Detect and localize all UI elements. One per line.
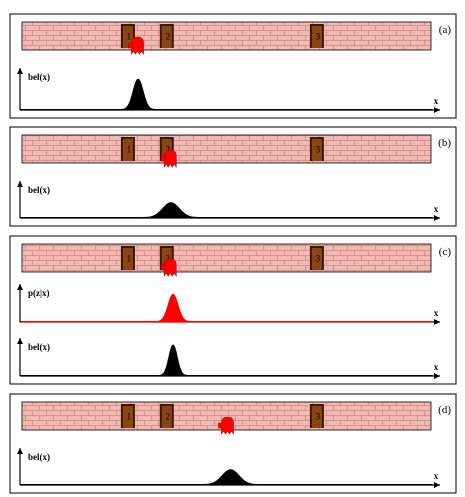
x-axis-label: x	[434, 471, 439, 481]
door-1: 1	[120, 137, 135, 161]
brick-wall	[21, 21, 432, 51]
plot-belief: bel(x) x	[17, 68, 440, 113]
y-axis-label: bel(x)	[28, 72, 50, 82]
belief-distribution-curve	[20, 78, 433, 111]
panel-a: 1 2 3 (a) bel(x) x	[9, 13, 457, 119]
panel-label: (b)	[438, 137, 451, 149]
door-number: 1	[127, 412, 132, 422]
door-number: 2	[166, 412, 171, 422]
door-2: 2	[159, 404, 174, 428]
robot-icon	[218, 416, 234, 435]
door-number: 1	[127, 145, 132, 155]
x-axis-arrow	[434, 482, 440, 488]
y-axis-label: bel(x)	[28, 342, 50, 352]
y-axis-arrow	[17, 284, 23, 290]
x-axis-arrow	[434, 107, 440, 113]
door-number: 2	[166, 145, 171, 155]
x-axis-arrow	[434, 373, 440, 379]
y-axis-arrow	[17, 181, 23, 187]
panel-label: (c)	[439, 246, 452, 258]
panel-c: 1 2 3 (c) p(z|x) x bel(x) x	[9, 235, 457, 385]
x-axis-label: x	[434, 204, 439, 214]
x-axis-label: x	[434, 308, 439, 318]
panel-d: 1 2 3 (d) bel(x) x	[9, 393, 457, 494]
door-3: 3	[309, 404, 324, 428]
y-axis-arrow	[17, 68, 23, 74]
plot-belief: bel(x) x	[17, 338, 440, 379]
plot-belief: bel(x) x	[17, 448, 440, 488]
door-number: 3	[316, 254, 321, 264]
x-axis-label: x	[434, 96, 439, 106]
door-1: 1	[120, 246, 135, 270]
robot-icon	[160, 258, 177, 277]
door-1: 1	[120, 404, 135, 428]
y-axis-label: p(z|x)	[28, 288, 49, 298]
x-axis-arrow	[434, 319, 440, 325]
belief-distribution-curve	[20, 469, 433, 486]
door-2: 2	[159, 24, 174, 48]
door-3: 3	[309, 137, 324, 161]
x-axis-arrow	[434, 215, 440, 221]
panel-b: 1 2 3 (b) bel(x) x	[9, 126, 457, 227]
panel-label: (d)	[438, 404, 451, 416]
y-axis-label: bel(x)	[28, 185, 50, 195]
y-axis-arrow	[17, 448, 23, 454]
door-number: 3	[316, 412, 321, 422]
belief-distribution-curve	[20, 344, 433, 377]
panel-label: (a)	[439, 24, 452, 36]
plot-measurement: p(z|x) x	[17, 284, 440, 325]
door-number: 1	[127, 254, 132, 264]
door-3: 3	[309, 24, 324, 48]
door-number: 3	[316, 32, 321, 42]
brick-wall	[21, 134, 432, 164]
brick-wall	[21, 243, 432, 273]
door-3: 3	[309, 246, 324, 270]
plot-belief: bel(x) x	[17, 181, 440, 221]
belief-distribution-curve	[20, 202, 433, 219]
door-number: 3	[316, 145, 321, 155]
y-axis-arrow	[17, 338, 23, 344]
door-number: 1	[127, 32, 132, 42]
measurement-distribution-curve	[20, 293, 433, 323]
door-number: 2	[166, 254, 171, 264]
robot-icon	[160, 149, 177, 168]
x-axis-label: x	[434, 362, 439, 372]
y-axis-label: bel(x)	[28, 452, 50, 462]
robot-icon	[128, 36, 144, 55]
door-number: 2	[166, 32, 171, 42]
